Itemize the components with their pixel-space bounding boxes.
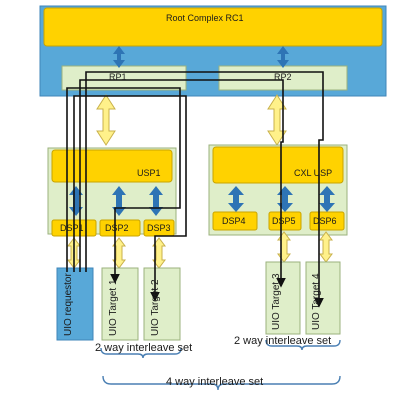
- cxl-usp-label: CXL USP: [294, 168, 333, 178]
- uio-requestor-label: UIO requestor: [63, 273, 74, 336]
- path-line-target2: [73, 95, 187, 302]
- brace-2way-right: [265, 339, 341, 351]
- uio-target-3-box: [265, 261, 301, 335]
- brace-4way: [102, 375, 341, 391]
- uio-target-2-label: UIO Target 2: [150, 279, 161, 336]
- uio-target-1-box: [101, 267, 139, 341]
- usp1-label: USP1: [137, 168, 161, 178]
- dsp3-label: DSP3: [147, 223, 171, 233]
- rp1-label: RP1: [109, 72, 127, 82]
- usp1-box: [51, 149, 173, 183]
- brace-2way-left: [100, 347, 182, 359]
- interleave-all-label: 4 way interleave set: [166, 376, 264, 388]
- cxlusp-dsp6-arrow: [319, 186, 335, 212]
- uio-requestor-box: [56, 267, 94, 341]
- uio-target-3-label: UIO Target 3: [271, 273, 282, 330]
- root-complex-box: [43, 7, 383, 47]
- interleave-right-label: 2 way interleave set: [234, 335, 332, 347]
- interleave-left-label: 2 way interleave set: [95, 342, 193, 354]
- dsp2-box: [99, 219, 141, 237]
- dsp1-label: DSP1: [60, 223, 84, 233]
- cxl-usp-box: [212, 146, 344, 184]
- dsp4-label: DSP4: [222, 216, 246, 226]
- dsp5-target3-arrow: [277, 231, 291, 263]
- rc-rp1-arrow: [113, 46, 125, 68]
- uio-target-4-label: UIO Target 4: [311, 273, 322, 330]
- root-complex-label: Root Complex RC1: [166, 13, 244, 23]
- cxlusp-dsp4-arrow: [228, 186, 244, 212]
- path-line-target3: [79, 79, 286, 288]
- dsp5-label: DSP5: [272, 216, 296, 226]
- uio-target-2-box: [143, 267, 181, 341]
- path-line-target4: [85, 71, 324, 308]
- uio-target-1-label: UIO Target 1: [108, 279, 119, 336]
- dsp6-target4-arrow: [319, 231, 333, 263]
- dsp6-label: DSP6: [313, 216, 337, 226]
- rp2-label: RP2: [274, 72, 292, 82]
- rp1-box: [61, 65, 187, 91]
- dsp2-label: DSP2: [105, 223, 129, 233]
- path-line-target1: [66, 87, 181, 284]
- rp1-usp1-link-arrow: [96, 94, 116, 146]
- rc-rp2-arrow: [277, 46, 289, 68]
- dsp4-box: [212, 211, 258, 231]
